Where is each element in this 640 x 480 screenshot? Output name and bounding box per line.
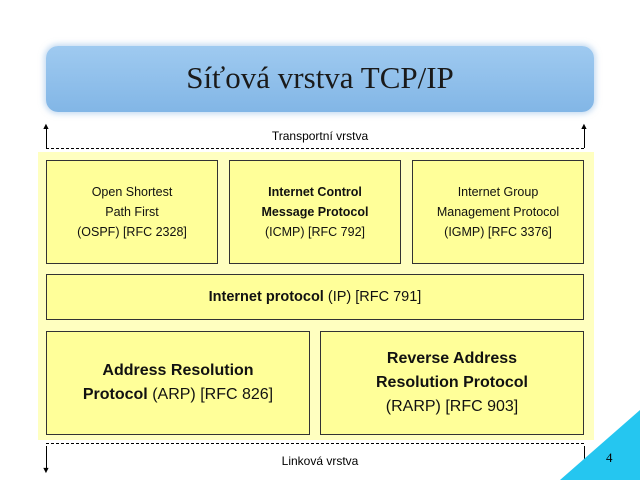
ospf-box: Open Shortest Path First (OSPF) [RFC 232…: [46, 160, 218, 264]
arp-bold2: Protocol: [82, 386, 148, 403]
top-right-arrow-line: [584, 128, 585, 148]
ospf-line-1: Open Shortest: [91, 185, 173, 199]
ip-bold: Internet protocol: [208, 289, 324, 305]
ospf-line-2: Path First: [105, 205, 159, 219]
arp-normal2: (ARP) [RFC 826]: [152, 386, 274, 403]
igmp-line-2: Management Protocol: [436, 205, 560, 219]
ip-text: Internet protocol (IP) [RFC 791]: [209, 289, 422, 305]
link-layer-label: Linková vrstva: [281, 454, 359, 468]
icmp-line-1: Internet Control: [268, 185, 362, 199]
bottom-left-arrow-line: [46, 446, 47, 468]
rarp-box: Reverse Address Resolution Protocol (RAR…: [320, 331, 584, 435]
top-left-arrow-line: [46, 128, 47, 148]
igmp-line-1: Internet Group: [457, 185, 539, 199]
corner-decoration: [560, 410, 640, 480]
rarp-line-3: (RARP) [RFC 903]: [385, 398, 519, 415]
icmp-line-2: Message Protocol: [261, 205, 369, 219]
title-banner: Síťová vrstva TCP/IP: [46, 46, 594, 112]
rarp-line-2: Resolution Protocol: [376, 374, 528, 391]
bottom-dashed-line: [46, 443, 584, 444]
slide-title: Síťová vrstva TCP/IP: [186, 60, 454, 95]
icmp-line-3: (ICMP) [RFC 792]: [264, 225, 365, 239]
page-number: 4: [606, 450, 613, 465]
igmp-box: Internet Group Management Protocol (IGMP…: [412, 160, 584, 264]
arp-line-1: Address Resolution: [102, 362, 254, 379]
arp-box: Address Resolution Protocol (ARP) [RFC 8…: [46, 331, 310, 435]
bottom-left-arrow-icon: ▼: [41, 465, 51, 475]
arp-line-2: Protocol (ARP) [RFC 826]: [83, 383, 273, 407]
top-dashed-line: [46, 148, 584, 149]
top-left-arrow-icon: ▲: [41, 121, 51, 131]
ip-box: Internet protocol (IP) [RFC 791]: [46, 274, 584, 320]
igmp-line-3: (IGMP) [RFC 3376]: [444, 225, 552, 239]
ip-normal: (IP) [RFC 791]: [327, 289, 422, 305]
top-right-arrow-icon: ▲: [579, 121, 589, 131]
rarp-line-1: Reverse Address: [386, 350, 518, 367]
icmp-box: Internet Control Message Protocol (ICMP)…: [229, 160, 401, 264]
ospf-line-3: (OSPF) [RFC 2328]: [77, 225, 187, 239]
transport-layer-label: Transportní vrstva: [271, 129, 369, 143]
